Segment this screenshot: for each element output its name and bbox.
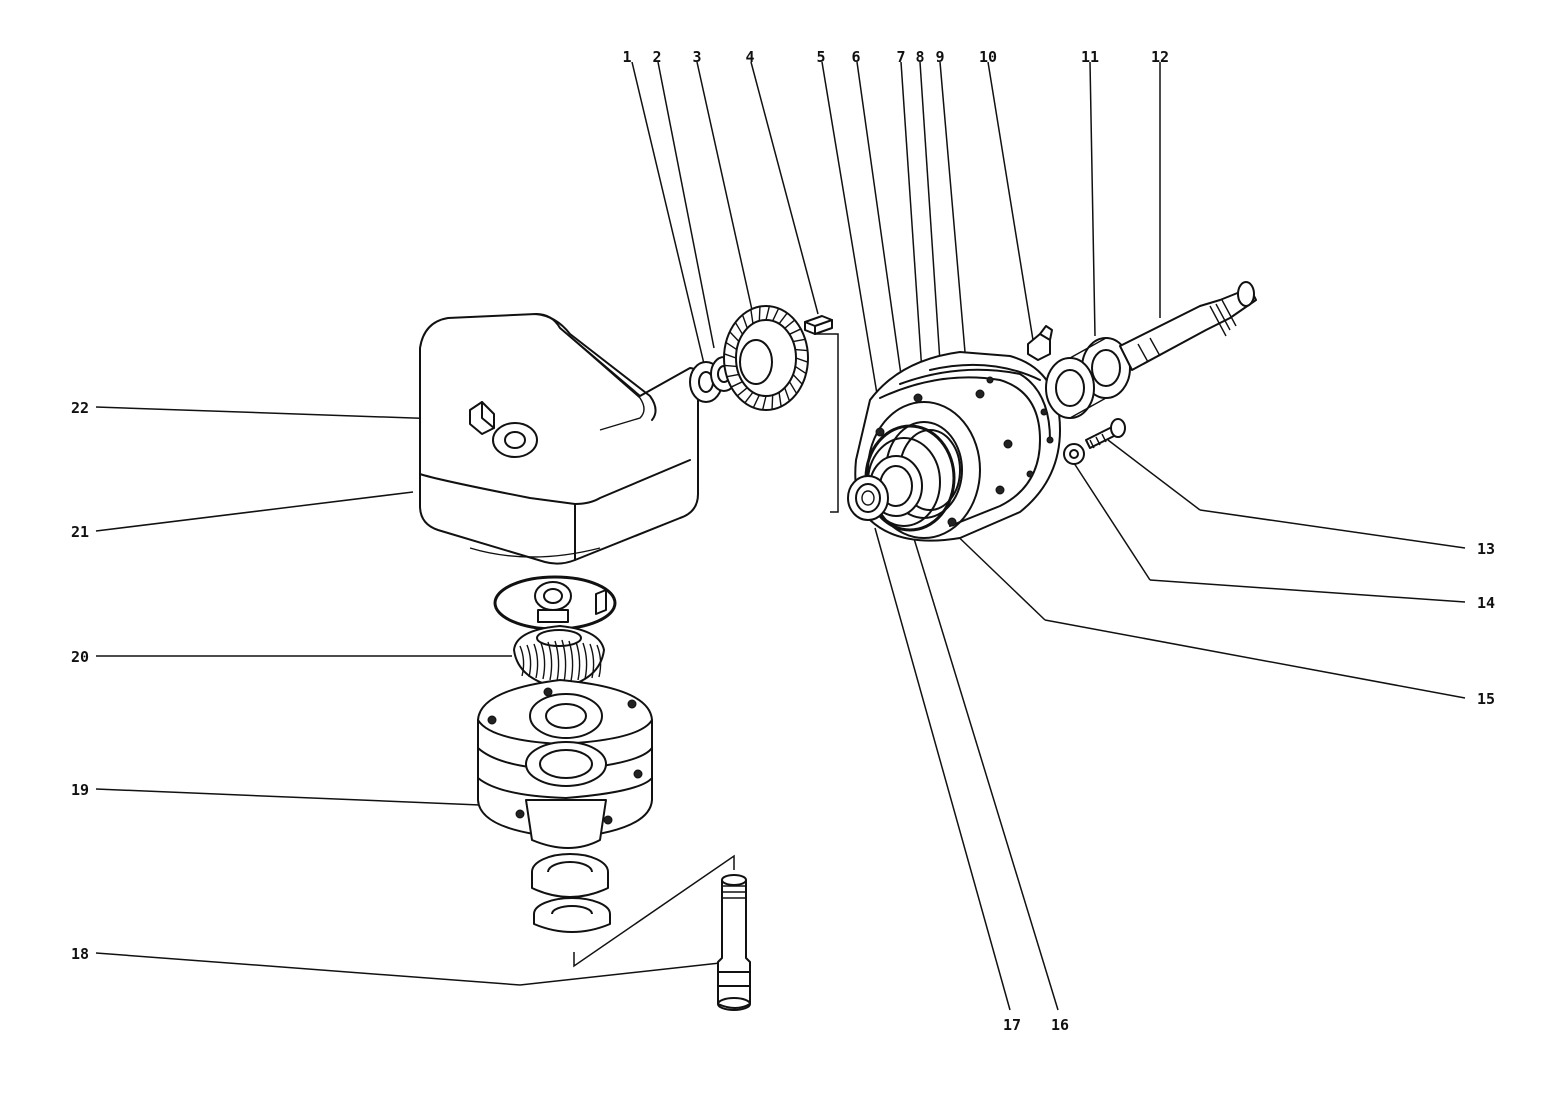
- callout-10: 10: [979, 48, 997, 66]
- pinion-tooth: [568, 640, 574, 682]
- gear-tooth: [771, 395, 774, 410]
- callout-6: 6: [851, 48, 860, 66]
- gear-tooth: [792, 374, 803, 385]
- pinion-tooth: [526, 644, 532, 678]
- gear-tooth: [792, 338, 806, 343]
- callout-4: 4: [745, 48, 754, 66]
- gear-tooth: [778, 392, 782, 407]
- bevel-gear: [723, 305, 809, 411]
- callout-1: 1: [622, 48, 631, 66]
- gear-tooth: [795, 357, 809, 363]
- callout-15: 15: [1477, 690, 1495, 708]
- callout-13: 13: [1477, 540, 1495, 558]
- callout-19: 19: [71, 781, 89, 799]
- pinion-tooth: [575, 641, 581, 681]
- shaft-bearing: [1045, 337, 1131, 419]
- callout-21: 21: [71, 523, 89, 541]
- gear-tooth: [736, 387, 748, 397]
- gear-tooth: [723, 353, 737, 359]
- pinion-tooth: [589, 643, 595, 679]
- callout-11: 11: [1081, 48, 1099, 66]
- callout-7: 7: [896, 48, 905, 66]
- gear-tooth: [795, 348, 808, 352]
- lower-bearings: [531, 853, 611, 933]
- callout-3: 3: [692, 48, 701, 66]
- leader-lines: [95, 61, 1466, 1011]
- gear-tooth: [752, 394, 760, 408]
- callout-5: 5: [816, 48, 825, 66]
- gear-tooth: [758, 306, 761, 321]
- gear-tooth: [765, 306, 771, 321]
- gear-tooth: [789, 328, 802, 335]
- bolt-and-washer: [1063, 418, 1126, 465]
- splined-shaft: [1119, 281, 1257, 371]
- callout-22: 22: [71, 399, 89, 417]
- gear-tooth: [724, 364, 737, 368]
- pinion-gear-and-ring: [493, 575, 617, 689]
- pinion-tooth: [540, 642, 546, 680]
- callout-17: 17: [1003, 1016, 1021, 1034]
- gear-tooth: [761, 395, 767, 410]
- gear-tooth: [741, 314, 748, 329]
- gear-tooth: [778, 312, 788, 325]
- drain-plug: [469, 401, 495, 435]
- pinion-tooth: [533, 643, 539, 679]
- callout-20: 20: [71, 648, 89, 666]
- gear-tooth: [744, 391, 754, 404]
- pinion-tooth: [561, 639, 567, 683]
- callout-2: 2: [652, 48, 661, 66]
- grease-nipple: [1027, 325, 1053, 361]
- gear-tooth: [750, 309, 754, 324]
- gear-tooth: [784, 387, 791, 402]
- callout-16: 16: [1051, 1016, 1069, 1034]
- pinion-tooth: [547, 641, 553, 681]
- pinion-tooth: [554, 640, 560, 682]
- callout-12: 12: [1151, 48, 1169, 66]
- callout-9: 9: [935, 48, 944, 66]
- pinion-tooth: [582, 642, 588, 680]
- lower-bearing-housing: [477, 679, 653, 849]
- gear-tooth: [730, 381, 743, 388]
- gear-tooth: [729, 331, 740, 342]
- gear-tooth: [734, 322, 744, 335]
- gear-tooth: [772, 308, 780, 322]
- callout-18: 18: [71, 945, 89, 963]
- gear-tooth: [784, 319, 796, 329]
- shaft-key: [804, 315, 833, 335]
- gear-housing-cover: [419, 313, 699, 565]
- callout-8: 8: [915, 48, 924, 66]
- gear-tooth: [794, 365, 807, 375]
- pinion-tooth: [596, 644, 602, 678]
- gear-tooth: [726, 373, 740, 378]
- o-rings-and-inner-bearing: [847, 424, 956, 532]
- stud-shaft: [717, 874, 751, 1011]
- gear-tooth: [725, 341, 738, 351]
- callout-14: 14: [1477, 594, 1495, 612]
- gear-tooth: [788, 381, 798, 394]
- pinion-tooth: [519, 645, 525, 677]
- callout-labels: 1 2 3 4 5 6 7 8 9 10 11 12 13 14 15 16 1…: [71, 48, 1495, 1034]
